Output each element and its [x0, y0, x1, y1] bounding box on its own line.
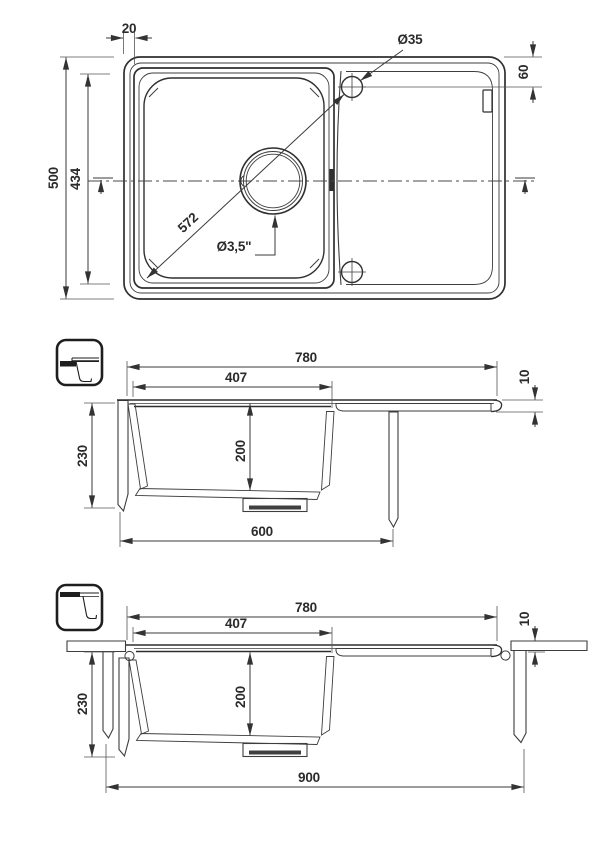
tap-hole-bottom — [338, 258, 366, 286]
dim-label-o35: Ø35 — [398, 32, 424, 47]
top-view: 572 Ø3,5" Ø35 500 434 — [46, 21, 542, 300]
dim-label-434: 434 — [68, 167, 83, 190]
sink-outer-edge — [123, 56, 506, 300]
dim-tap-hole-offset: 60 — [364, 41, 542, 103]
cabinet-wall — [388, 411, 399, 529]
section-inset-view: 780 407 10 230 200 600 — [55, 338, 543, 547]
countertop-right — [510, 640, 588, 652]
drain-boss — [242, 742, 308, 758]
sink-section — [117, 399, 503, 529]
dim-label-10: 10 — [517, 370, 532, 385]
cabinet-wall-left — [102, 650, 114, 740]
dim-label-200: 200 — [233, 686, 248, 708]
dim-label-60: 60 — [516, 65, 531, 80]
dim-label-780: 780 — [295, 600, 317, 615]
section-flush-view: 780 407 10 230 200 900 — [55, 583, 588, 793]
dim-cabinet-width: 900 — [105, 744, 525, 793]
dim-label-230: 230 — [75, 693, 90, 715]
drainboard — [336, 70, 493, 286]
dim-overall-width: 780 — [126, 350, 498, 396]
dim-overall-width: 780 — [126, 600, 498, 641]
dim-label-drain: Ø3,5" — [217, 239, 252, 254]
dim-label-500: 500 — [46, 167, 61, 189]
centerline-tick-right — [515, 177, 535, 194]
dim-overall-height: 230 — [75, 651, 115, 758]
dim-label-200: 200 — [233, 440, 248, 462]
dim-tap-hole-diameter: Ø35 — [360, 32, 424, 81]
dim-label-407: 407 — [225, 370, 247, 385]
dim-bowl-width: 407 — [132, 616, 333, 653]
dim-label-20: 20 — [122, 21, 137, 36]
dim-rim-thickness: 10 — [496, 370, 543, 427]
flush-mount-icon — [55, 583, 104, 632]
dim-bowl-depth: 434 — [68, 73, 110, 285]
dim-label-900: 900 — [298, 770, 320, 785]
dim-rim-to-bowl: 20 — [106, 21, 152, 64]
bowl — [133, 67, 335, 289]
inset-mount-icon — [55, 338, 104, 387]
centerline-tick-left — [93, 177, 113, 194]
cabinet-wall-right — [513, 649, 527, 744]
dim-label-407: 407 — [225, 616, 247, 631]
dim-rim-thickness: 10 — [517, 612, 545, 667]
dim-drain-diameter: Ø3,5" — [217, 215, 279, 256]
dim-cabinet-width: 600 — [119, 512, 394, 547]
sink-inner-edge — [129, 62, 500, 294]
countertop-left — [66, 640, 127, 653]
dim-label-780: 780 — [295, 350, 317, 365]
dim-overall-height: 230 — [75, 402, 115, 509]
rim-center-mark — [329, 169, 334, 191]
dim-bowl-width: 407 — [132, 370, 333, 408]
tap-hole-top — [338, 73, 366, 101]
sink-section — [66, 640, 588, 758]
dim-bowl-inner-depth: 200 — [233, 652, 254, 736]
overflow-slot — [482, 89, 493, 113]
dim-overall-depth: 500 — [46, 56, 114, 300]
dim-bowl-inner-depth: 200 — [233, 403, 254, 491]
dim-label-10: 10 — [517, 612, 532, 627]
dim-label-600: 600 — [251, 524, 273, 539]
dim-label-230: 230 — [75, 445, 90, 467]
drain-boss — [242, 497, 308, 513]
